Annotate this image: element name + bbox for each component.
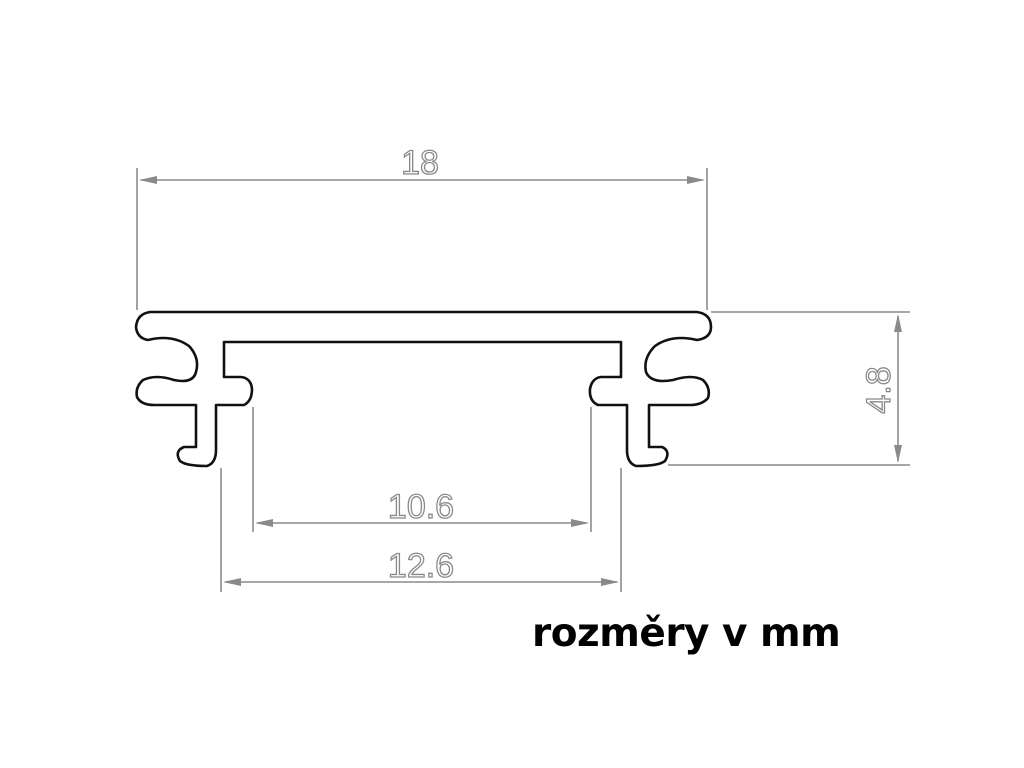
dimension-inner-width: 10.6 — [252, 407, 592, 532]
dimension-outer-width: 12.6 — [220, 468, 622, 592]
profile-outline — [134, 310, 713, 468]
dimension-label-12-6: 12.6 — [388, 547, 454, 585]
dimension-label-18: 18 — [401, 144, 439, 182]
arrow-left — [255, 519, 273, 527]
dimension-height: 4.8 — [668, 311, 910, 466]
arrow-left — [139, 176, 157, 184]
units-caption: rozměry v mm — [532, 611, 841, 656]
arrow-right — [687, 176, 705, 184]
arrow-left — [223, 578, 241, 586]
arrow-bottom — [894, 445, 902, 463]
arrow-right — [601, 578, 619, 586]
dimension-total-width: 18 — [136, 143, 708, 310]
arrow-right — [571, 519, 589, 527]
arrow-top — [894, 314, 902, 332]
dimension-label-10-6: 10.6 — [388, 488, 454, 526]
dimension-label-4-8: 4.8 — [860, 366, 898, 413]
